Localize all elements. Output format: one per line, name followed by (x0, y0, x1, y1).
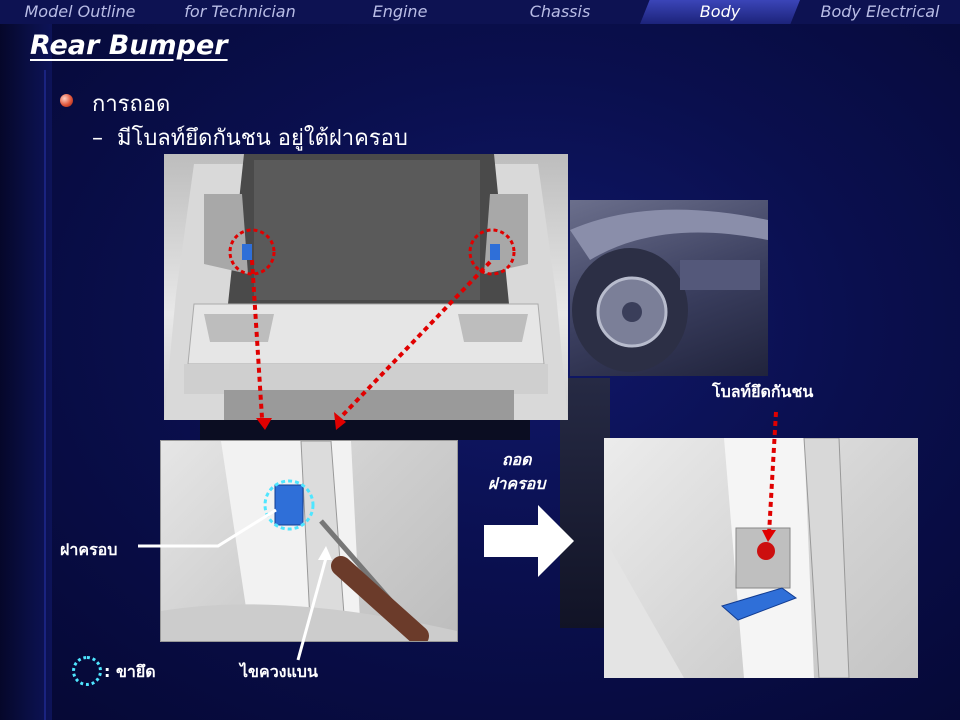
left-stripe (0, 24, 52, 720)
cover-label: ฝาครอบ (60, 540, 118, 559)
tab-chassis[interactable]: Chassis (529, 2, 591, 21)
tab-body-electrical[interactable]: Body Electrical (820, 2, 940, 21)
bolt-location-photo (604, 438, 918, 678)
screwdriver-label: ไขควงแบน (240, 662, 318, 681)
cover-removal-photo (160, 440, 458, 642)
dark-background-photo (560, 378, 610, 628)
tab-for-technician[interactable]: for Technician (184, 2, 296, 21)
rear-car-photo (164, 154, 568, 420)
sub-bullet-text: มีโบลท์ยึดกันชน อยู่ใต้ฝาครอบ (117, 126, 408, 151)
remove-cover-label: ถอด ฝาครอบ (488, 448, 545, 496)
tab-engine[interactable]: Engine (372, 2, 428, 21)
tab-body[interactable]: Body (640, 0, 800, 24)
page-title: Rear Bumper (30, 30, 228, 61)
bullet-text: การถอด (92, 92, 171, 117)
arrow-right-icon (484, 505, 574, 577)
stripe-divider (44, 70, 46, 720)
clip-legend-icon (72, 656, 102, 686)
car-side-photo (570, 200, 768, 376)
remove-label-line1: ถอด (501, 450, 532, 469)
clip-legend-label: : ขายึด (104, 662, 156, 681)
sub-bullet-dash: – (92, 126, 103, 151)
bullet-icon (60, 94, 73, 107)
top-navigation: Model Outline for Technician Engine Chas… (0, 0, 960, 24)
remove-label-line2: ฝาครอบ (488, 474, 546, 493)
sub-bullet: –มีโบลท์ยึดกันชน อยู่ใต้ฝาครอบ (92, 120, 408, 155)
tab-model-outline[interactable]: Model Outline (24, 2, 136, 21)
bolt-label: โบลท์ยึดกันชน (712, 382, 814, 401)
